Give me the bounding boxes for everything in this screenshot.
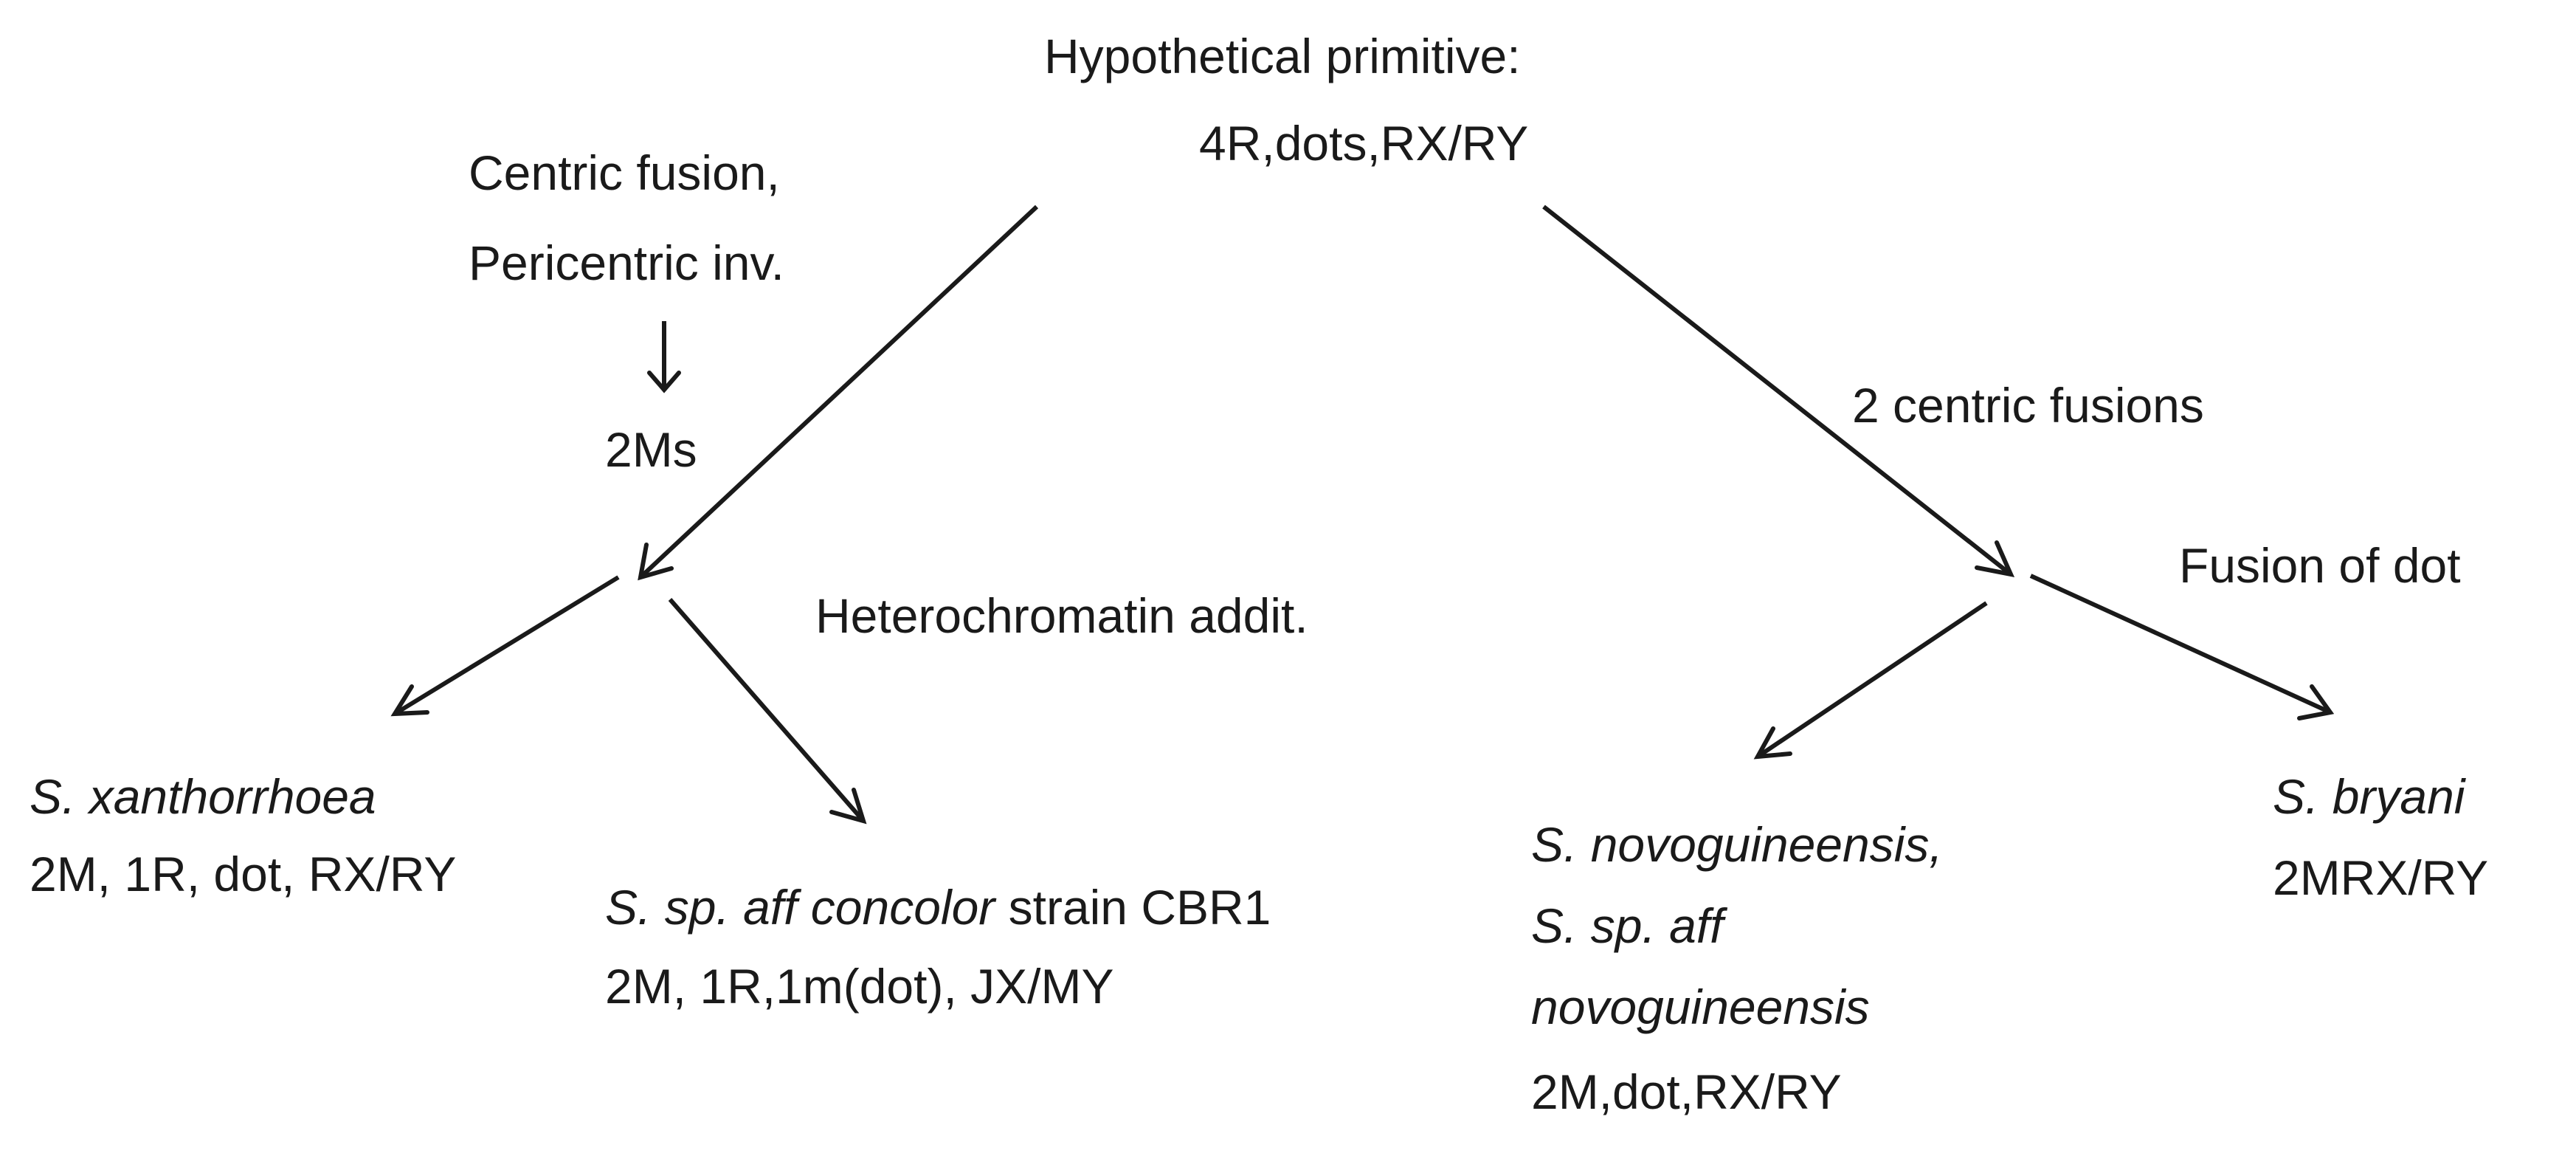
right-sub-label: Fusion of dot: [2179, 538, 2461, 593]
left-branch-label-line2: Pericentric inv.: [469, 235, 784, 290]
leaf-novoguineensis-karyotype: 2M,dot,RX/RY: [1531, 1064, 1842, 1119]
right-branch-label: 2 centric fusions: [1852, 378, 2204, 433]
leaf-xanthorrhoea-name: S. xanthorrhoea: [30, 769, 376, 824]
leaf-concolor-name-suffix: strain CBR1: [995, 880, 1271, 935]
arrow-to-novoguineensis: [1756, 601, 1988, 759]
arrowhead-to-xanthorrhoea: [390, 684, 429, 717]
leaf-novoguineensis-name-line2: S. sp. aff: [1531, 898, 1724, 953]
left-branch-result: 2Ms: [605, 422, 697, 477]
leaf-concolor-name: S. sp. aff concolor strain CBR1: [605, 875, 1271, 940]
leaf-xanthorrhoea-karyotype: 2M, 1R, dot, RX/RY: [30, 847, 457, 901]
arrow-root-to-right: [1542, 204, 2012, 577]
arrowhead-small-down: [647, 371, 681, 393]
leaf-concolor-karyotype: 2M, 1R,1m(dot), JX/MY: [605, 959, 1114, 1014]
arrow-to-concolor: [668, 598, 866, 822]
arrow-to-bryani: [2029, 574, 2332, 715]
root-title: Hypothetical primitive:: [1044, 29, 1521, 83]
leaf-concolor-name-italic: S. sp. aff concolor: [605, 880, 995, 935]
leaf-novoguineensis-name-line1: S. novoguineensis,: [1531, 817, 1943, 872]
arrowhead-to-novoguineensis: [1753, 726, 1792, 760]
arrowhead-root-to-left: [638, 543, 674, 581]
arrowhead-root-to-right: [1975, 540, 2015, 578]
arrowhead-to-bryani: [2297, 684, 2335, 720]
root-karyotype: 4R,dots,RX/RY: [1199, 116, 1529, 171]
leaf-novoguineensis-name-line3: novoguineensis: [1531, 980, 1870, 1034]
arrow-root-to-left: [638, 204, 1039, 579]
mid-label: Heterochromatin addit.: [815, 588, 1308, 643]
left-branch-label-line1: Centric fusion,: [469, 145, 780, 200]
arrowhead-to-concolor: [829, 788, 867, 825]
leaf-bryani-karyotype: 2MRX/RY: [2273, 850, 2489, 905]
arrow-to-xanthorrhoea: [393, 575, 620, 716]
leaf-bryani-name: S. bryani: [2273, 769, 2465, 824]
